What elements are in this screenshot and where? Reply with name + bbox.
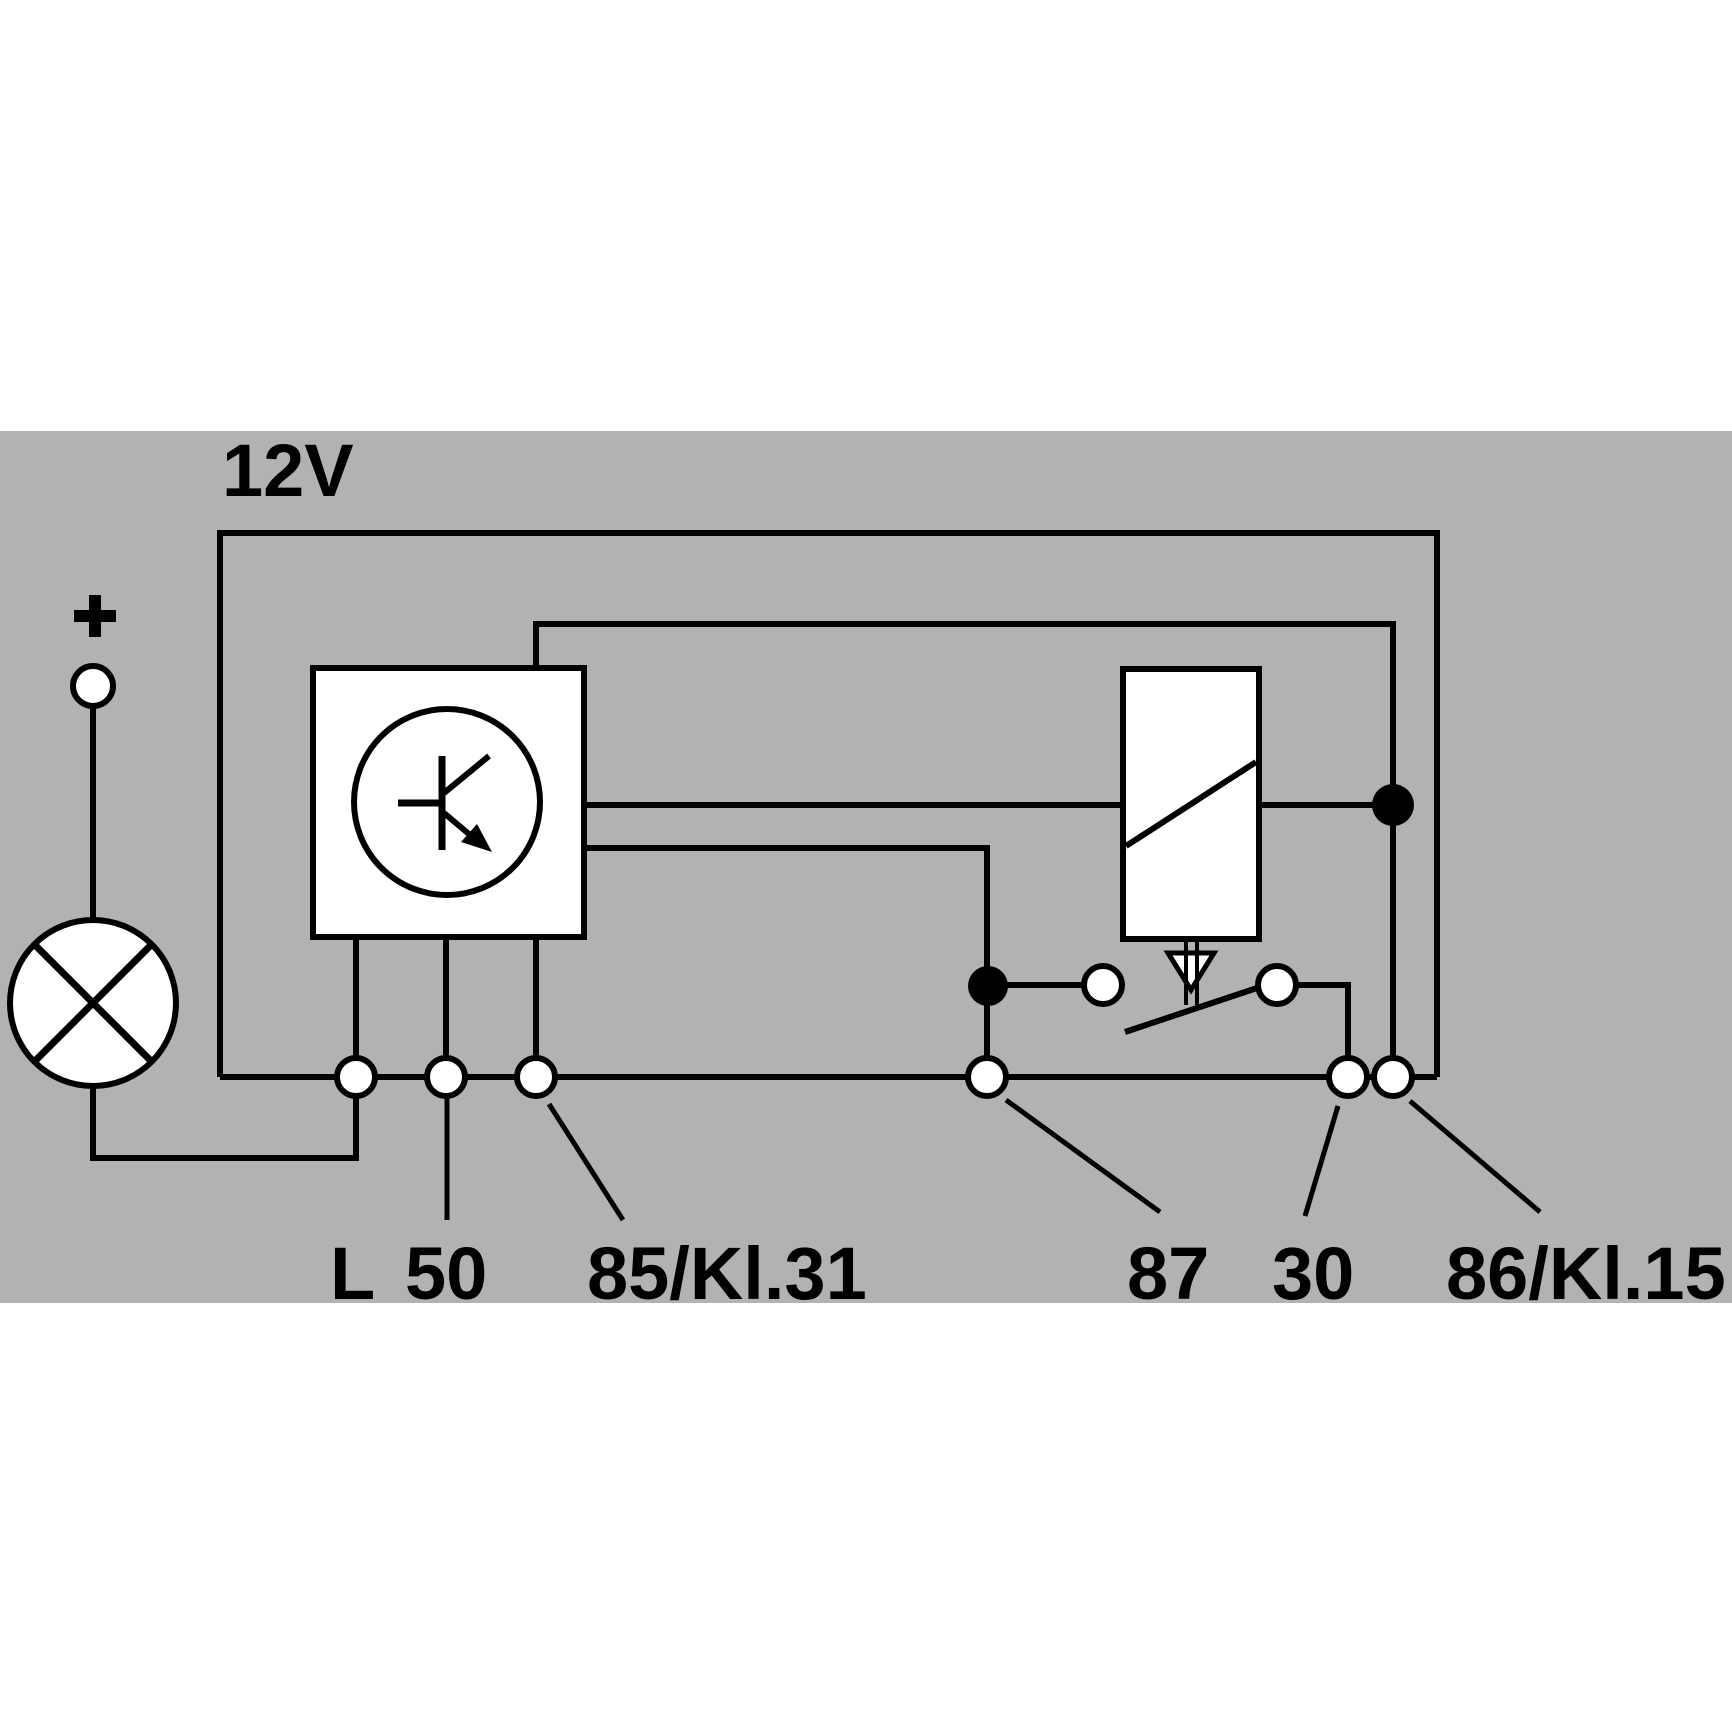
terminal-circle-86 xyxy=(1371,1055,1415,1099)
indicator-lamp xyxy=(7,917,179,1089)
terminal-labels: L 50 85/Kl.31 87 30 86/Kl.15 xyxy=(330,1232,1726,1315)
terminal-label-87: 87 xyxy=(1127,1232,1209,1315)
terminal-circle-50 xyxy=(424,1055,468,1099)
contact-to-terminal-30-wire xyxy=(1277,982,1351,1077)
terminal-circle-l xyxy=(334,1055,378,1099)
transistor-circle-icon xyxy=(351,706,543,898)
terminal-circle-85 xyxy=(514,1055,558,1099)
transistor-emitter-arrowhead xyxy=(461,824,492,852)
supply-rail-12v-wire xyxy=(217,530,1440,1077)
control-unit-feed-wire xyxy=(533,621,1396,1077)
terminal-circle-87 xyxy=(965,1055,1009,1099)
plus-icon xyxy=(74,595,116,637)
terminal-label-30: 30 xyxy=(1272,1232,1354,1315)
terminal-row xyxy=(334,1055,1415,1099)
terminal-circle-30 xyxy=(1326,1055,1370,1099)
terminal-label-l: L xyxy=(330,1232,375,1315)
leader-terminal-87 xyxy=(1004,1097,1162,1215)
switch-blade xyxy=(1124,985,1258,1035)
contact-right-circle xyxy=(1255,963,1299,1007)
leader-terminal-30 xyxy=(1302,1105,1341,1217)
supply-voltage-label: 12V xyxy=(222,429,354,512)
terminal-label-50: 50 xyxy=(405,1232,487,1315)
junction-dot-87 xyxy=(968,966,1008,1006)
transistor-symbol-icon xyxy=(398,753,492,852)
junction-dot-86 xyxy=(1372,784,1414,826)
lamp-cross-line-2 xyxy=(31,941,155,1065)
relay-coil-diagonal xyxy=(1124,759,1258,849)
terminal-label-85: 85/Kl.31 xyxy=(587,1232,867,1315)
control-unit-box xyxy=(310,665,587,940)
contact-left-circle xyxy=(1081,963,1125,1007)
relay-coil xyxy=(1120,666,1262,1005)
label-leaders xyxy=(444,1097,1542,1222)
diagram-background-band xyxy=(0,431,1732,1303)
leader-terminal-86 xyxy=(1408,1099,1542,1214)
terminal-label-86: 86/Kl.15 xyxy=(1446,1232,1726,1315)
transistor-collector-lead xyxy=(442,753,491,796)
battery-tap-circle xyxy=(70,663,116,709)
leader-terminal-85 xyxy=(546,1102,626,1222)
battery-positive xyxy=(70,595,116,709)
lamp-to-terminal-l-wire xyxy=(90,1077,359,1161)
plunger-triangle-icon xyxy=(1163,950,1219,995)
